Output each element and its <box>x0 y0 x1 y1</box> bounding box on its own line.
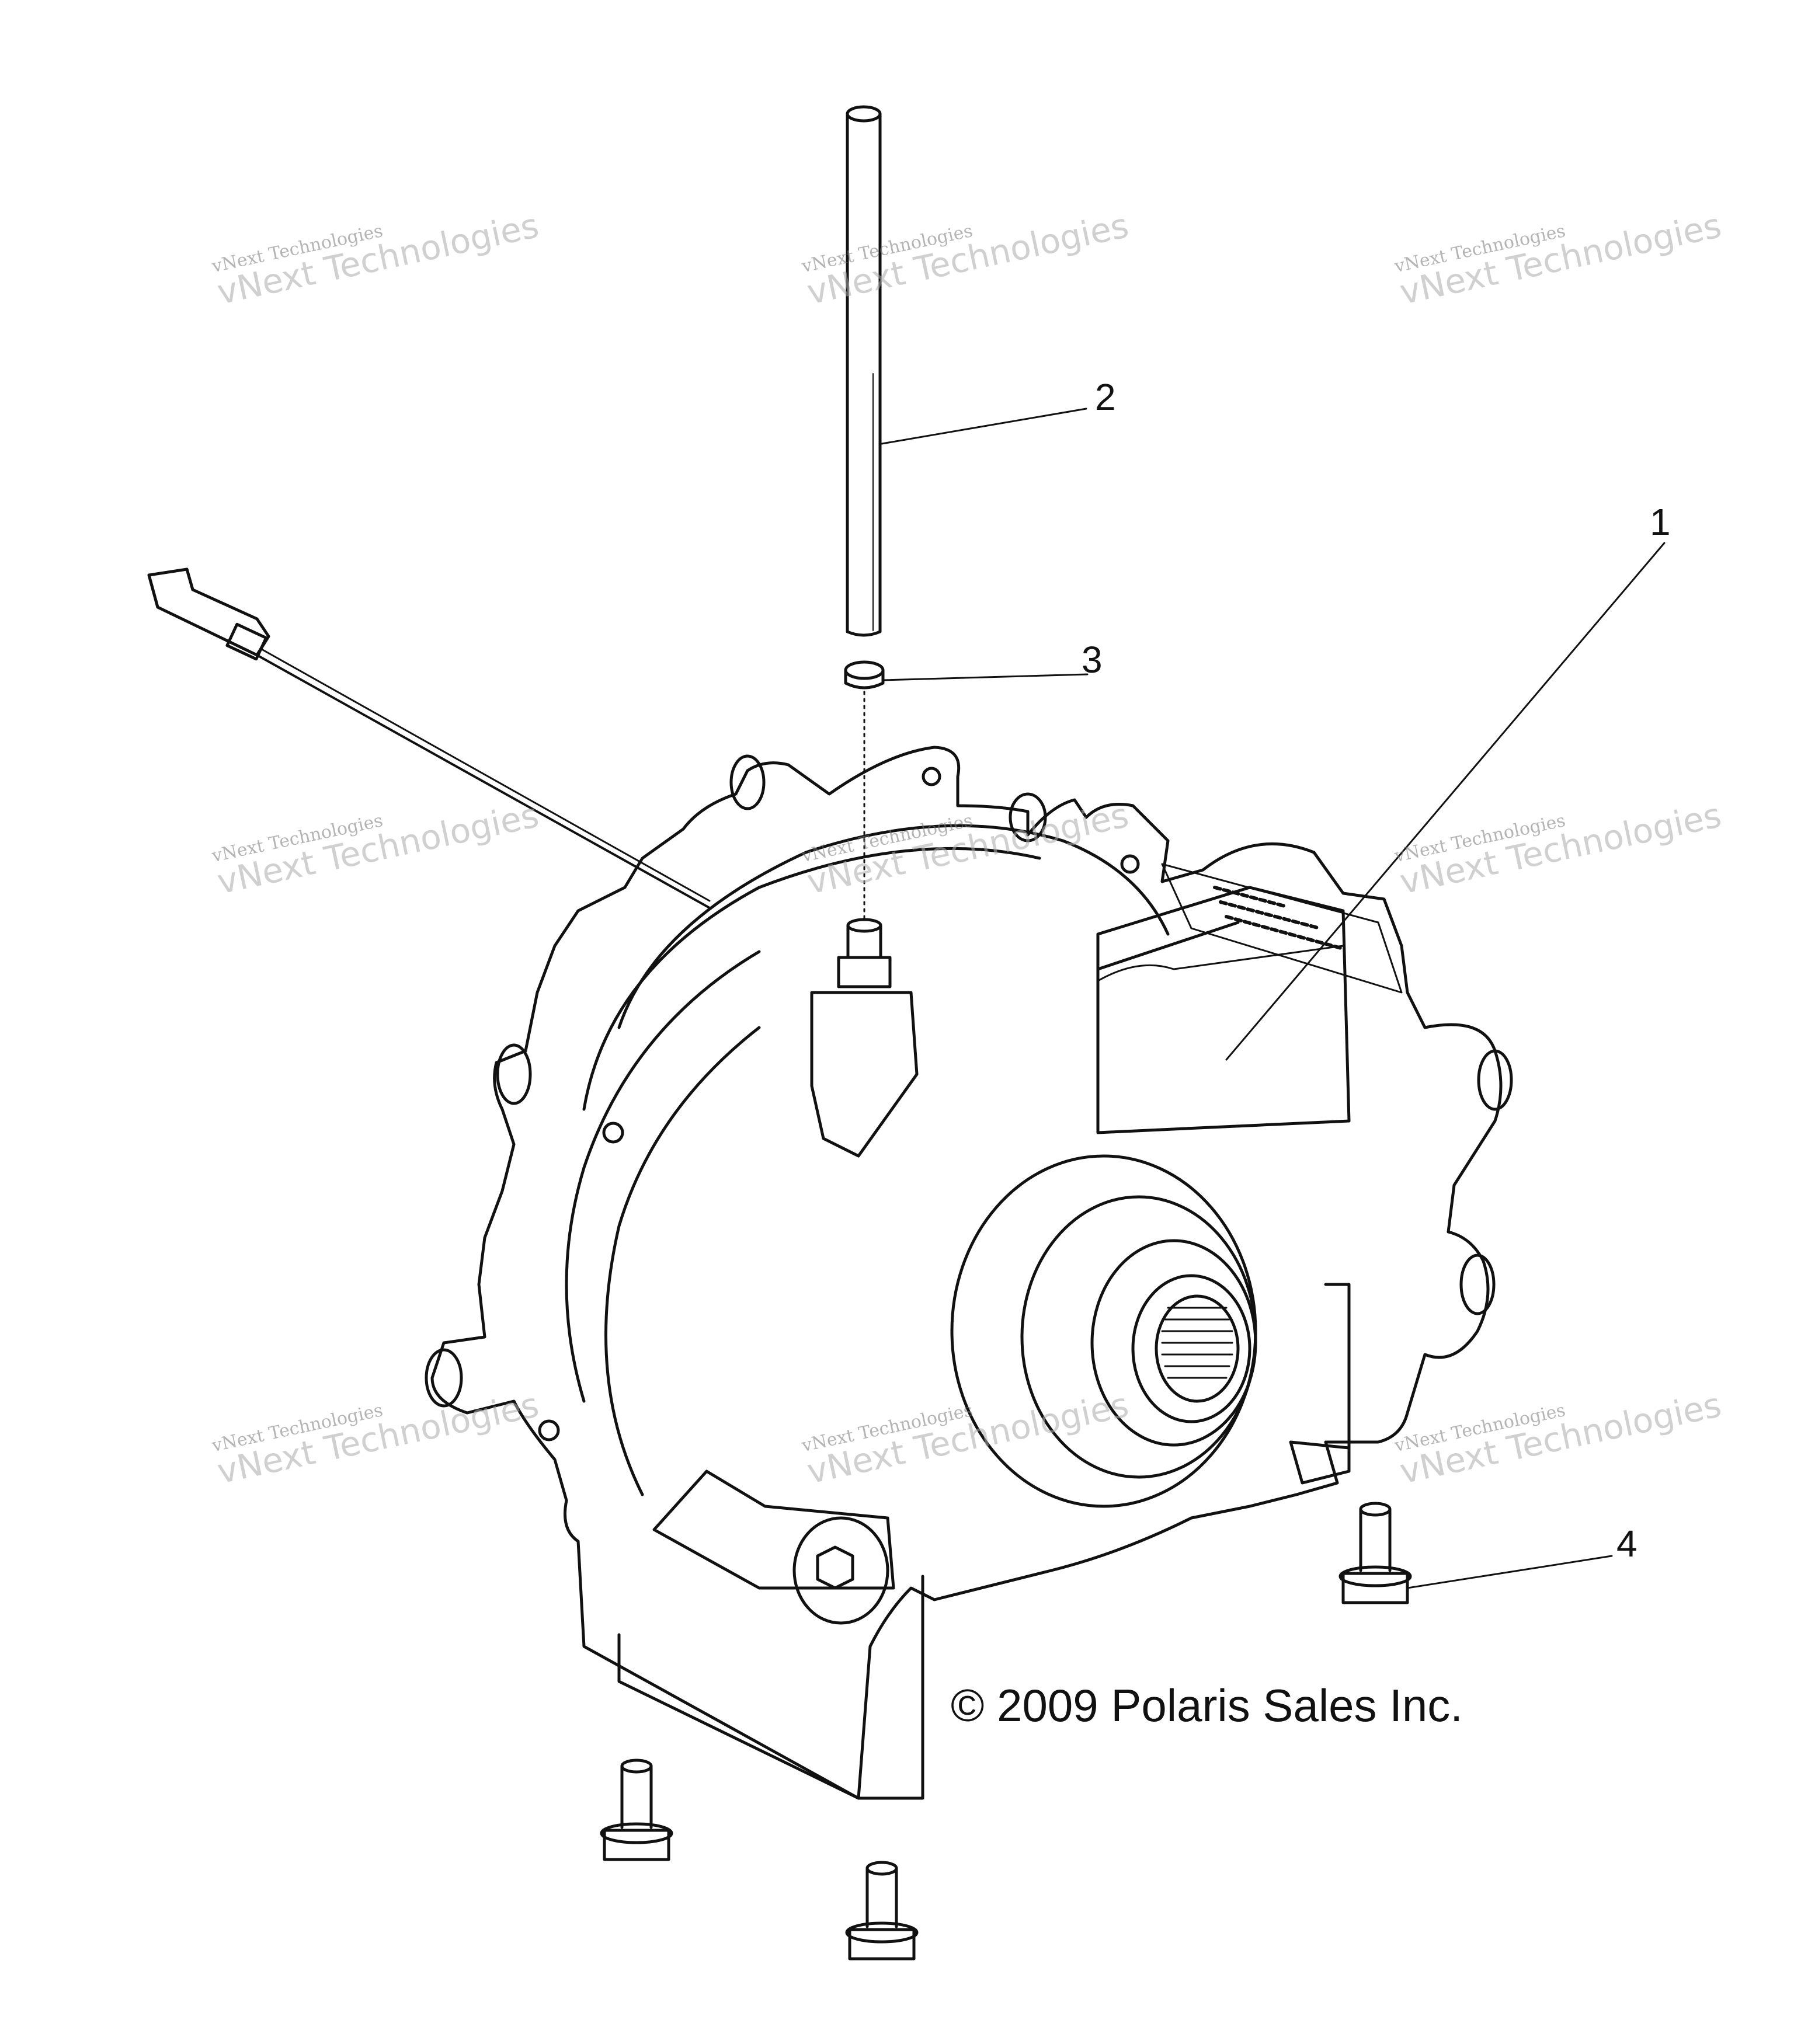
hose-clamp <box>844 660 885 690</box>
callout-3: 3 <box>1082 639 1103 681</box>
callout-2: 2 <box>1095 376 1116 418</box>
vent-tube <box>846 105 882 637</box>
mount-foot-right <box>1289 1283 1351 1485</box>
copyright-text: © 2009 Polaris Sales Inc. <box>951 1680 1463 1731</box>
breather-fitting <box>810 918 919 1158</box>
gearcase-housing <box>425 746 1513 1800</box>
sensor-connector <box>147 567 711 909</box>
mount-hole-top <box>922 767 941 786</box>
leader-line-1 <box>1225 542 1666 1061</box>
leader-line-4 <box>1406 1555 1613 1589</box>
bolt-lower-center <box>845 1861 919 1961</box>
callout-1: 1 <box>1650 501 1671 543</box>
leader-line-3 <box>882 673 1089 681</box>
mount-hole-left <box>602 1122 624 1144</box>
bolt-lower-left <box>600 1759 673 1861</box>
mount-foot-left <box>617 1575 924 1800</box>
bolt-right <box>1338 1502 1412 1604</box>
output-spline <box>1161 1307 1233 1379</box>
callout-4: 4 <box>1616 1523 1637 1565</box>
mount-hole-lower-left <box>538 1419 560 1441</box>
leader-line-2 <box>881 408 1087 445</box>
mount-hole-right <box>1120 854 1140 874</box>
housing-label-plate <box>1161 863 1403 994</box>
front-mount-boss <box>652 1470 895 1625</box>
